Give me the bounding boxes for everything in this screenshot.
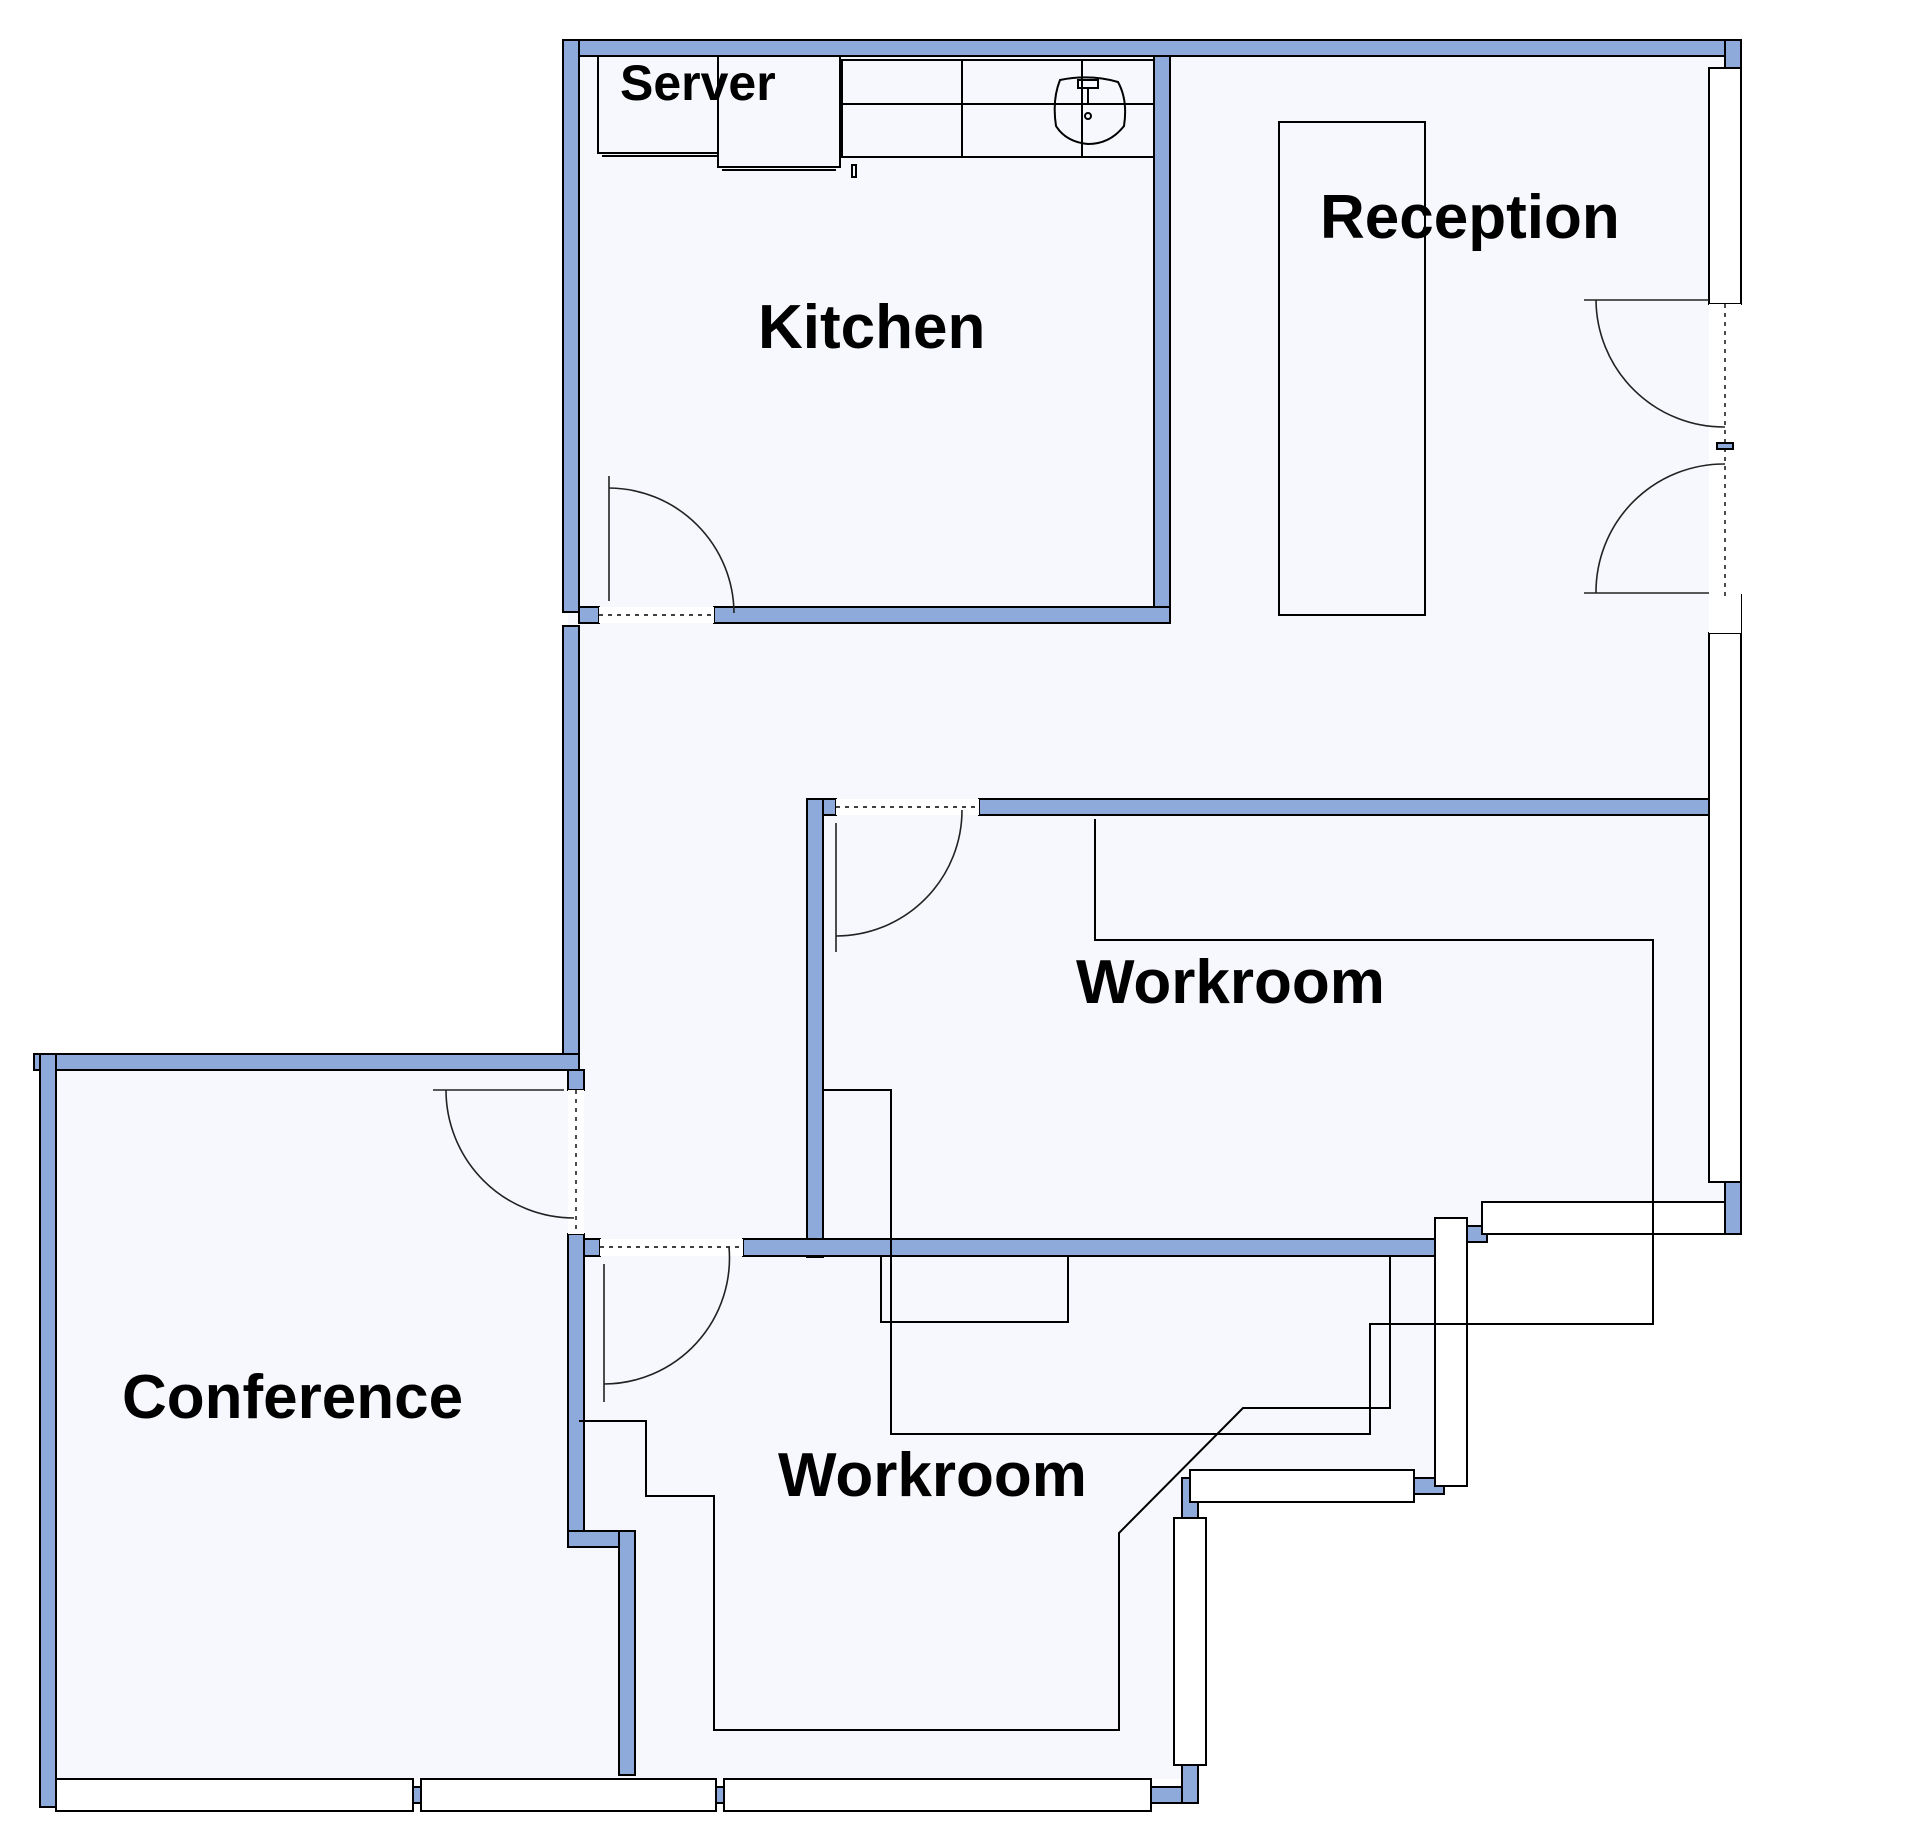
room-label-workroom-upper: Workroom: [1076, 948, 1385, 1017]
lower-workroom-desks: [579, 1256, 1391, 1731]
floor-area: [48, 56, 1725, 1779]
room-label-reception: Reception: [1320, 183, 1620, 252]
window: [1708, 632, 1742, 1183]
upper-workroom-desks: [823, 819, 1654, 1435]
exterior-walls: [33, 39, 1742, 1808]
interior-walls: [567, 55, 1710, 1776]
reception-counter: [1278, 121, 1426, 616]
window: [1434, 1217, 1468, 1487]
room-labels: Server Kitchen Reception Workroom Confer…: [122, 55, 1620, 1510]
window: [1189, 1469, 1415, 1503]
room-label-server: Server: [620, 55, 776, 111]
window: [55, 1778, 414, 1812]
furniture: [579, 55, 1654, 1731]
lower-workroom-cabinet: [880, 1255, 1069, 1323]
window: [1173, 1517, 1207, 1766]
kitchen-cabinets: [597, 55, 1155, 178]
window: [1481, 1201, 1726, 1235]
room-label-workroom-lower: Workroom: [778, 1441, 1087, 1510]
room-label-kitchen: Kitchen: [758, 293, 985, 362]
window: [723, 1778, 1152, 1812]
windows: [55, 67, 1742, 1812]
window: [1708, 67, 1742, 305]
sink-icon: [1053, 76, 1127, 146]
room-label-conference: Conference: [122, 1363, 463, 1432]
window: [420, 1778, 717, 1812]
doorways: [433, 299, 1741, 1402]
